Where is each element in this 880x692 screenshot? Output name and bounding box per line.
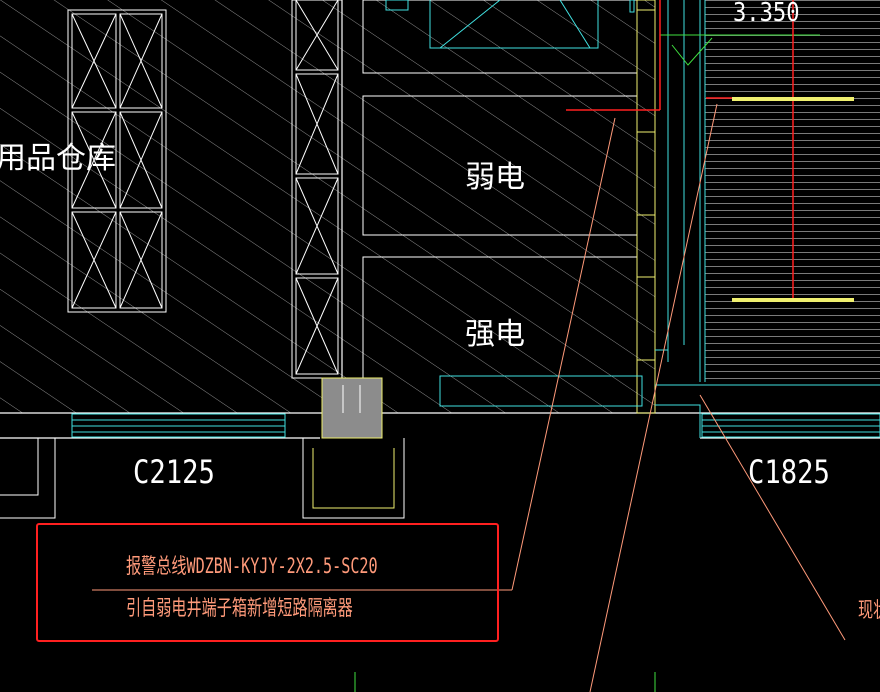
- window-c2125-label: C2125: [133, 453, 215, 491]
- pit-outline: [302, 438, 405, 519]
- leader-lines: [92, 103, 846, 692]
- exterior-corner: [0, 438, 56, 519]
- structural-column: [321, 377, 383, 439]
- annotation-highlight-box: [36, 523, 499, 642]
- weak-current-room-label: 弱电: [465, 160, 525, 195]
- storage-room-label: 用品仓库: [0, 141, 116, 176]
- alarm-bus-annotation: 报警总线WDZBN-KYJY-2X2.5-SC20: [126, 554, 378, 578]
- storage-shelving: [67, 9, 167, 313]
- window-c2125: [71, 413, 286, 438]
- shaft-wall-yellow: [636, 0, 656, 414]
- elevation-label: 3.350: [733, 0, 800, 28]
- fixture-bars: [732, 97, 854, 302]
- top-equipment: [385, 0, 635, 49]
- window-c1825-label: C1825: [748, 453, 830, 491]
- window-c1825: [701, 413, 880, 438]
- hatched-floor-area: [0, 0, 655, 413]
- strong-current-room-label: 强电: [465, 317, 525, 352]
- source-annotation: 引自弱电井端子箱新增短路隔离器: [126, 596, 353, 620]
- cut-off-note-label: 现状: [858, 598, 880, 622]
- stair-outline: [439, 0, 880, 438]
